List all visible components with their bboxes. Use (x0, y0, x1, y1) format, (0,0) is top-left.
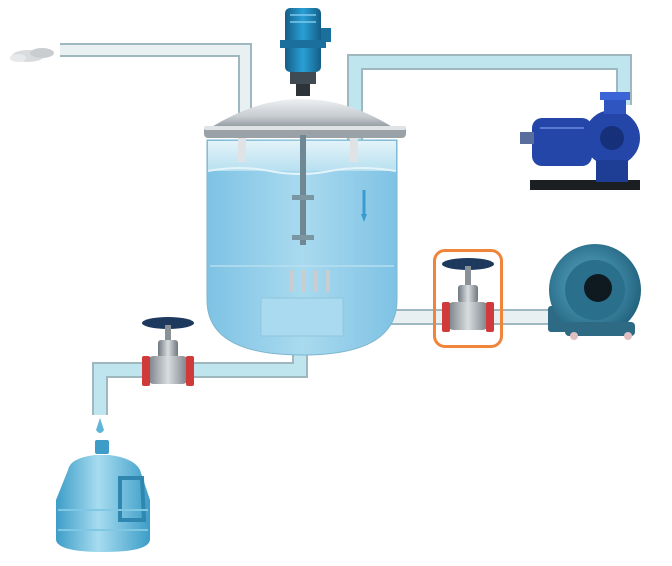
water-drip (96, 418, 104, 433)
tank-lid (204, 99, 406, 162)
steam-exhaust-icon (10, 48, 54, 62)
highlight-frame (433, 249, 503, 348)
pump-return-pipe (347, 54, 632, 140)
water-bottle-icon (56, 440, 150, 552)
centrifugal-pump-icon[interactable] (520, 92, 640, 190)
motor-icon (280, 8, 331, 96)
agitator-icon (290, 135, 330, 292)
globe-valve-icon (442, 258, 494, 332)
outlet-valve[interactable] (442, 258, 494, 332)
drain-valve[interactable] (142, 317, 194, 386)
exhaust-pipe (60, 43, 252, 120)
globe-valve-icon (142, 317, 194, 386)
blower-icon[interactable] (548, 244, 641, 340)
